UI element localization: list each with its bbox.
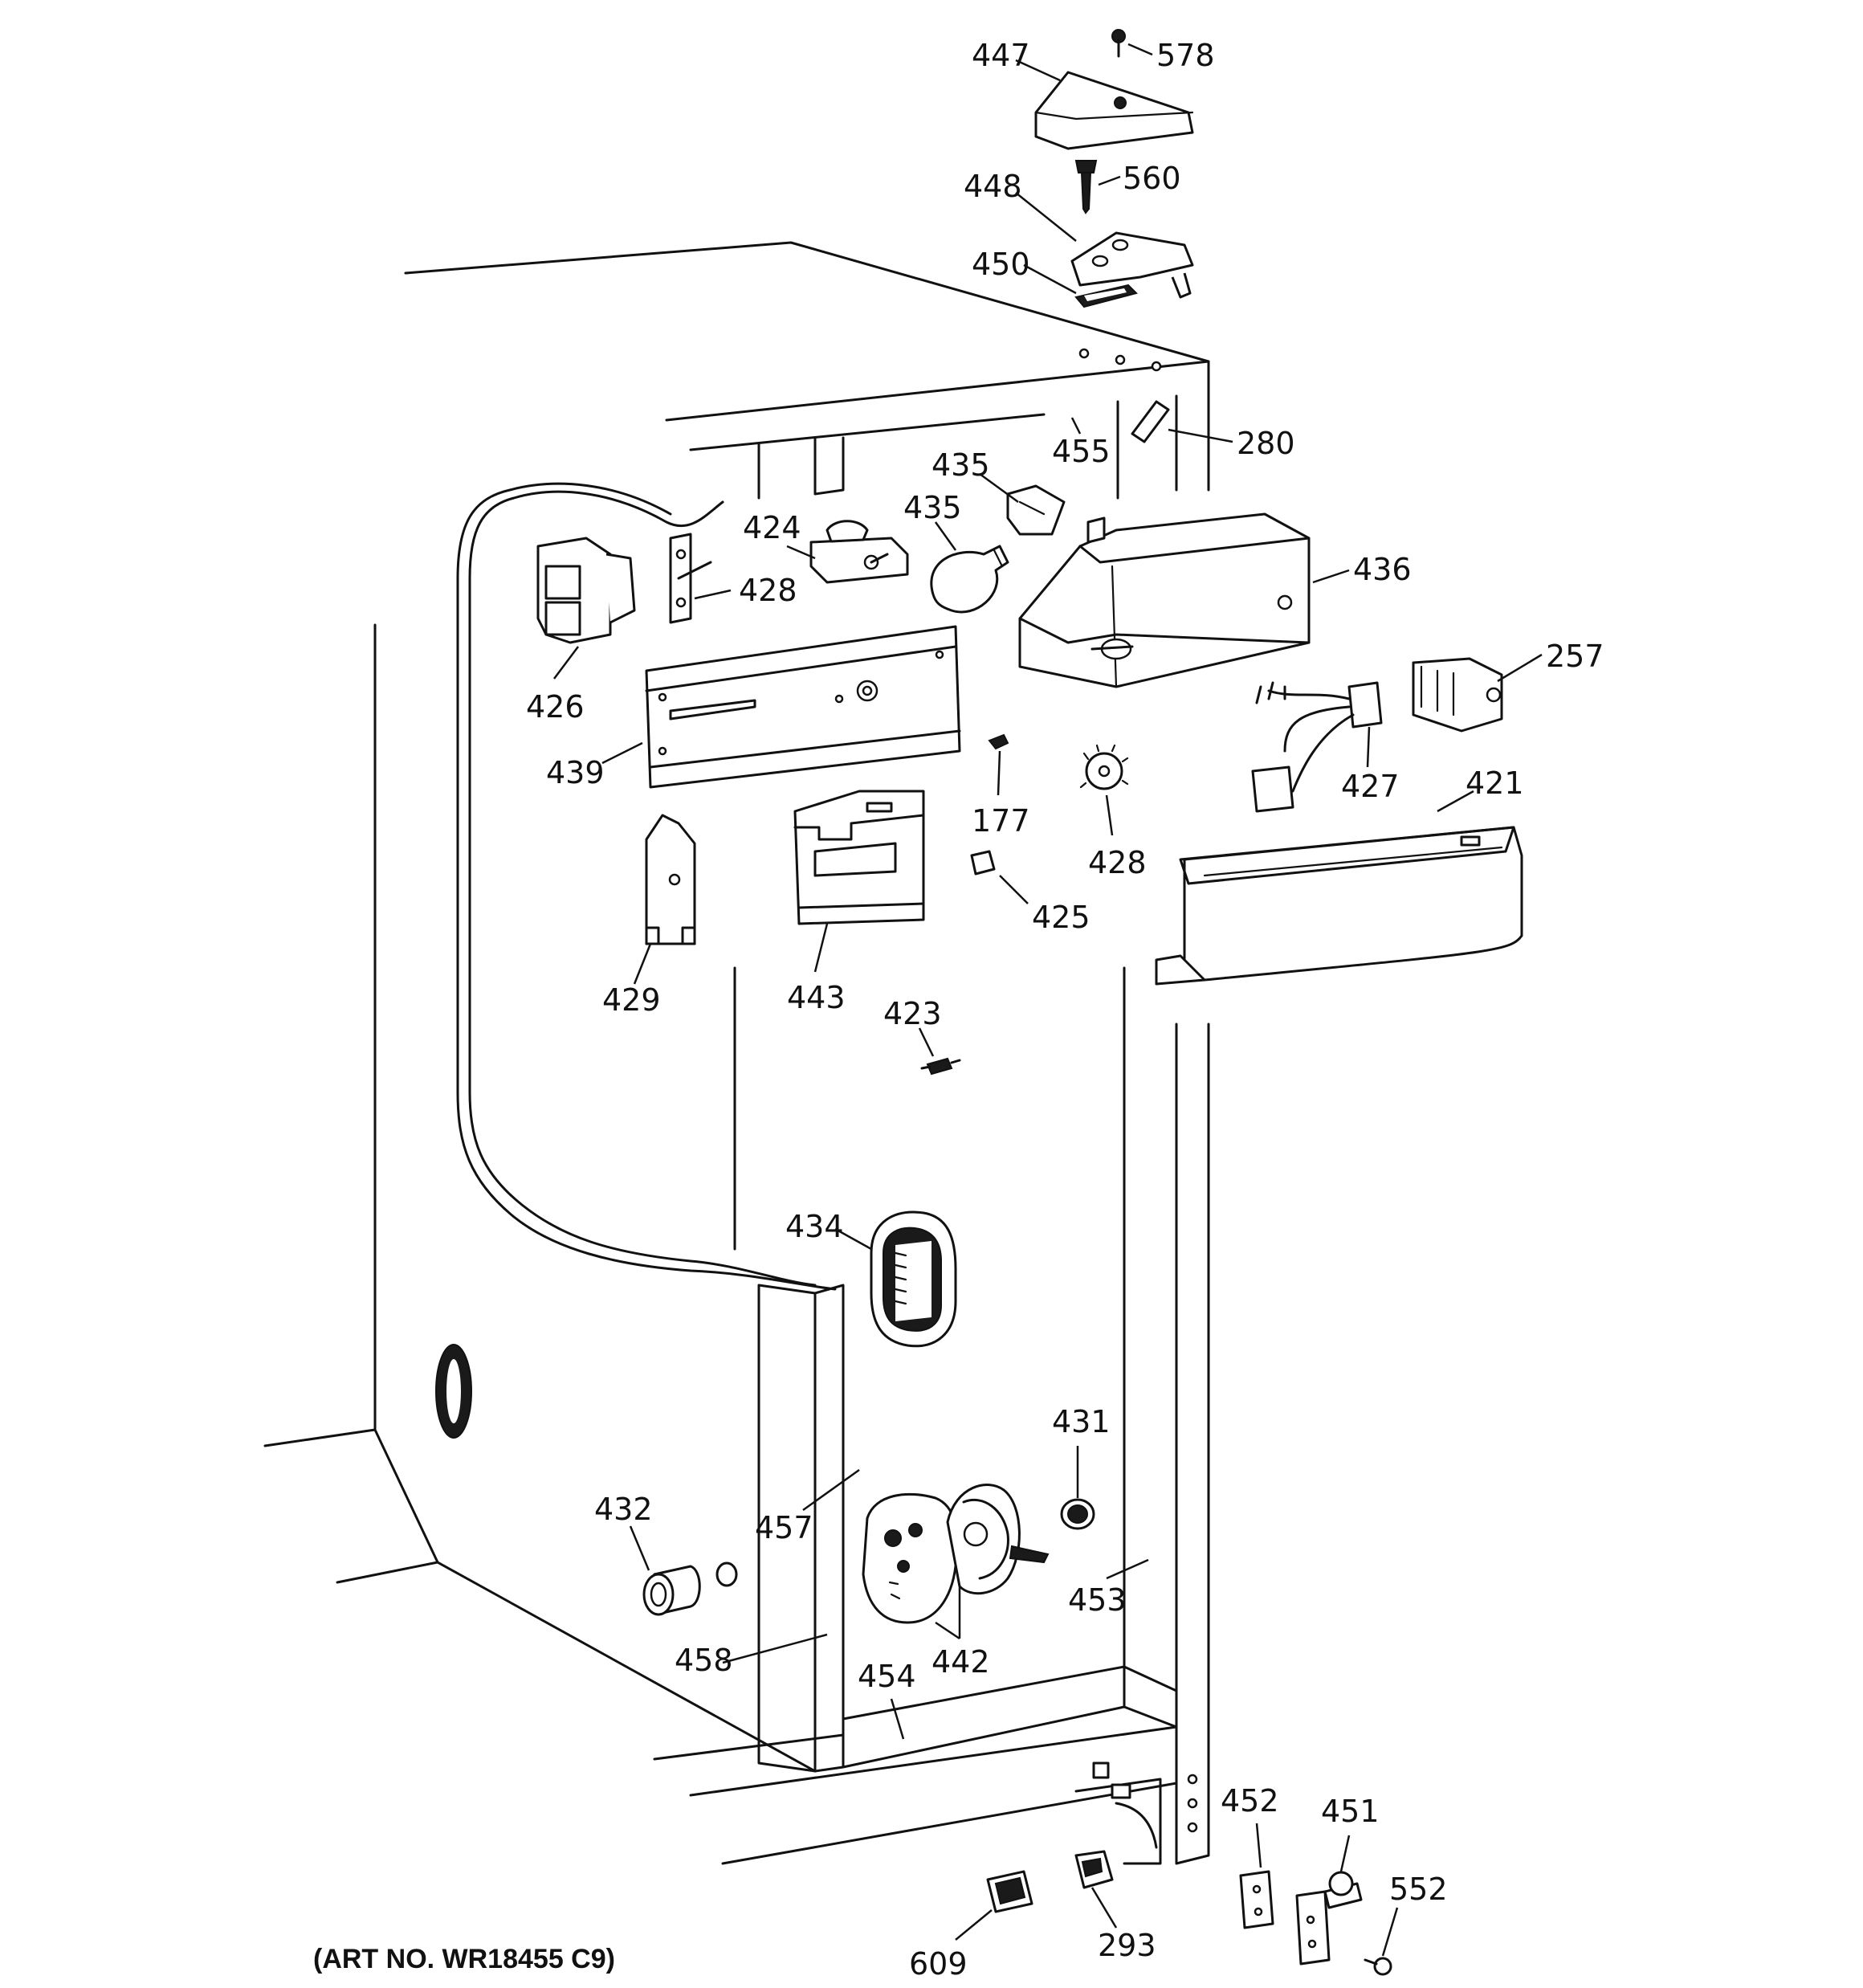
wire-harness-427	[1251, 681, 1383, 813]
hinge-448	[1070, 231, 1194, 299]
callout-443: 443	[787, 980, 846, 1015]
screw-560	[1074, 160, 1098, 214]
hinge-cover-447	[1034, 71, 1194, 150]
light-housing-436	[1018, 512, 1311, 688]
callout-427: 427	[1341, 769, 1400, 804]
callout-432: 432	[594, 1492, 653, 1527]
leader-lines	[553, 43, 1543, 1957]
callout-421: 421	[1466, 765, 1524, 801]
callout-448: 448	[964, 169, 1022, 204]
refrigerator-cabinet	[263, 241, 1210, 1865]
vent-grille-434	[870, 1210, 957, 1348]
control-panel-421	[1155, 826, 1523, 986]
callout-435-socket: 435	[932, 447, 990, 483]
shim-450	[1074, 284, 1138, 308]
callout-429: 429	[602, 982, 661, 1018]
callout-560: 560	[1123, 161, 1181, 196]
callout-457: 457	[755, 1510, 813, 1545]
callout-435-bulb: 435	[903, 490, 962, 525]
defrost-timer-257	[1412, 657, 1503, 733]
plate-443	[793, 790, 925, 925]
callout-447: 447	[972, 38, 1030, 73]
callout-455: 455	[1052, 434, 1111, 469]
light-bulb-435	[930, 545, 1009, 614]
callout-177: 177	[972, 803, 1030, 839]
shim-452	[1239, 1870, 1274, 1929]
bushing-432	[642, 1561, 738, 1616]
art-number-label: (ART NO. WR18455 C9)	[313, 1944, 615, 1974]
callout-436: 436	[1353, 552, 1412, 587]
callout-423: 423	[883, 996, 942, 1031]
gear-428	[1079, 744, 1129, 790]
connector-423	[920, 1057, 961, 1076]
callout-293: 293	[1098, 1928, 1156, 1963]
callout-425: 425	[1032, 900, 1090, 935]
callout-426: 426	[526, 689, 585, 725]
callout-442: 442	[932, 1644, 990, 1680]
callout-450: 450	[972, 247, 1030, 282]
callout-424: 424	[743, 510, 801, 545]
mounting-bracket-439	[645, 625, 961, 789]
screw-177	[988, 733, 1009, 750]
plug-431	[1060, 1498, 1095, 1530]
callout-452: 452	[1221, 1783, 1279, 1819]
callout-552: 552	[1389, 1872, 1448, 1907]
callout-609: 609	[909, 1946, 968, 1982]
callout-439: 439	[546, 755, 605, 790]
bracket-429	[645, 814, 696, 945]
callout-434: 434	[785, 1209, 844, 1244]
callout-453: 453	[1068, 1582, 1127, 1618]
callout-578: 578	[1156, 38, 1215, 73]
switch-housing-426	[536, 537, 636, 644]
clip-425	[970, 850, 996, 876]
switch-609	[986, 1870, 1033, 1913]
callout-451: 451	[1321, 1794, 1380, 1829]
thermostat-424	[809, 520, 909, 584]
callout-454: 454	[858, 1659, 916, 1694]
part-280	[1131, 400, 1170, 443]
screw-578	[1111, 29, 1126, 58]
bottom-hinge-451	[1295, 1871, 1363, 1966]
callout-428-gear: 428	[1088, 845, 1147, 880]
damper-control-442	[862, 1484, 1050, 1624]
clip-293	[1074, 1850, 1114, 1889]
callout-458: 458	[675, 1643, 733, 1678]
screw-552	[1364, 1957, 1392, 1976]
switch-bracket-428	[669, 533, 712, 624]
callout-431: 431	[1052, 1404, 1111, 1439]
light-socket-435	[1006, 484, 1066, 536]
callout-257: 257	[1546, 639, 1604, 674]
callout-280: 280	[1237, 426, 1295, 461]
callout-labels: 447 578 448 560 450 280 455 435 435 424 …	[526, 38, 1604, 1982]
callout-428-bracket: 428	[739, 573, 797, 608]
